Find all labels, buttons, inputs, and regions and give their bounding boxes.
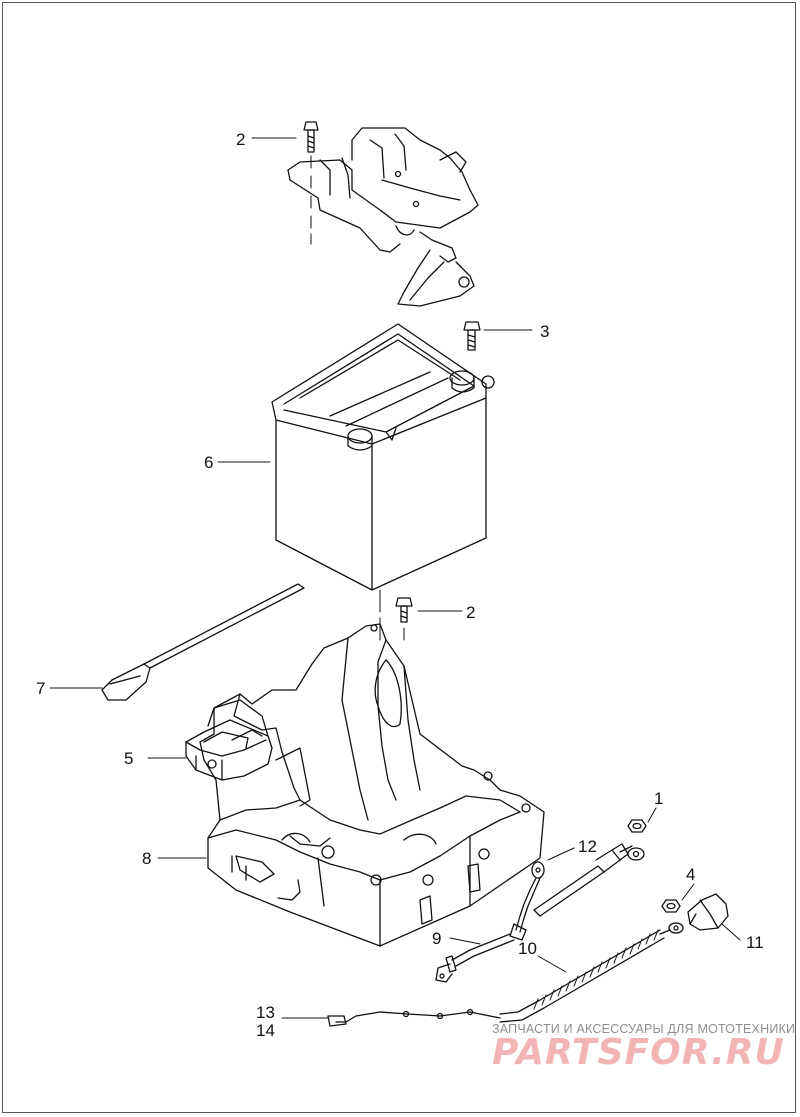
callout-12: 12 [578,837,597,856]
screw-icon [303,121,319,245]
screw-icon [463,321,481,351]
callout-1: 1 [654,789,663,808]
nut-icon [661,899,681,913]
battery [271,323,495,641]
negative-cable [435,861,545,983]
leader-lines [49,137,741,1019]
callout-8: 8 [142,849,151,868]
callout-5: 5 [124,749,133,768]
watermark-tagline: ЗАПЧАСТИ И АКСЕССУАРЫ ДЛЯ МОТОТЕХНИКИ [492,1022,796,1036]
accessory-cable [327,922,684,1027]
watermark-logo: PARTSFOR.RU [492,1032,785,1073]
callout-6: 6 [204,453,213,472]
callout-2-middle: 2 [466,603,475,622]
battery-clip [185,699,273,781]
callout-10: 10 [518,939,537,958]
callout-2-top: 2 [236,130,245,149]
screw-icon [395,597,413,641]
callout-13: 13 [256,1003,275,1022]
top-bracket [287,127,479,307]
battery-strap [101,583,305,701]
callout-7: 7 [36,679,45,698]
callout-labels: 1 2 2 3 4 5 6 7 8 9 10 11 12 13 14 [36,130,764,1040]
positive-cable [533,843,645,917]
callout-4: 4 [686,865,695,884]
callout-9: 9 [432,929,441,948]
battery-tray [199,623,545,947]
callout-11: 11 [746,933,764,952]
nut-icon [627,819,647,833]
callout-3: 3 [540,322,549,341]
callout-14: 14 [256,1021,275,1040]
terminal-boot [687,893,729,931]
